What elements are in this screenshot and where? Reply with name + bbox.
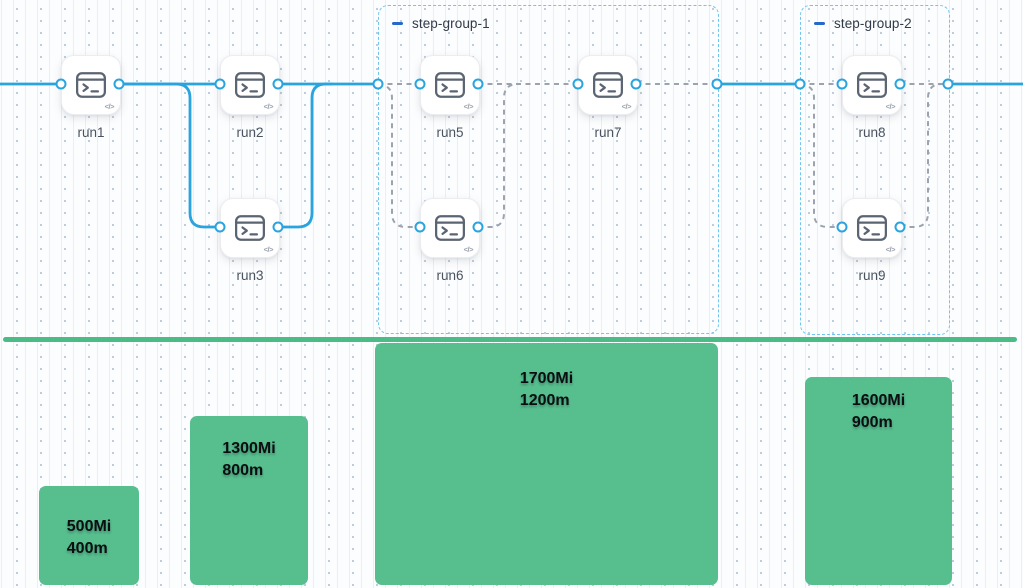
node-label: run8 (858, 125, 886, 140)
port-group2-out[interactable] (942, 78, 954, 90)
terminal-icon (76, 72, 106, 98)
port-group1-out[interactable] (711, 78, 723, 90)
node-run6[interactable]: </> run6 (420, 198, 480, 283)
edge-run3-group1 (276, 82, 334, 229)
group-title: step-group-2 (834, 16, 912, 31)
step-group-2-header: step-group-2 (814, 16, 912, 31)
port-run1-in[interactable] (55, 78, 67, 90)
port-run5-out[interactable] (472, 78, 484, 90)
node-run3[interactable]: </> run3 (220, 198, 280, 283)
port-run9-in[interactable] (836, 221, 848, 233)
port-group2-in[interactable] (794, 78, 806, 90)
step-group-1-header: step-group-1 (392, 16, 490, 31)
cpu-value: 400m (66, 540, 108, 557)
port-run1-out[interactable] (113, 78, 125, 90)
node-run9[interactable]: </> run9 (842, 198, 902, 283)
memory-value: 1700Mi (519, 370, 574, 387)
port-run8-in[interactable] (836, 78, 848, 90)
node-label: run9 (858, 268, 886, 283)
port-run5-in[interactable] (414, 78, 426, 90)
terminal-icon (235, 72, 265, 98)
node-run2[interactable]: </> run2 (220, 55, 280, 140)
port-run6-in[interactable] (414, 221, 426, 233)
node-label: run6 (436, 268, 464, 283)
resource-baseline (3, 337, 1017, 342)
cpu-value: 900m (851, 414, 893, 431)
code-icon: </> (263, 102, 274, 111)
collapse-icon[interactable] (814, 22, 825, 25)
node-label: run7 (594, 125, 622, 140)
step-group-1[interactable]: step-group-1 (378, 5, 719, 334)
collapse-icon[interactable] (392, 22, 403, 25)
code-icon: </> (463, 245, 474, 254)
memory-value: 1300Mi (222, 440, 276, 457)
port-run8-out[interactable] (894, 78, 906, 90)
code-icon: </> (463, 102, 474, 111)
memory-value: 1600Mi (851, 392, 906, 409)
terminal-icon (435, 215, 465, 241)
code-icon: </> (885, 245, 896, 254)
group-title: step-group-1 (412, 16, 490, 31)
edge-group1in-run6 (377, 83, 420, 228)
resource-bar-4: 1600Mi 900m (805, 377, 952, 585)
resource-bar-1: 500Mi 400m (39, 486, 139, 585)
node-run1[interactable]: </> run1 (61, 55, 121, 140)
port-run2-out[interactable] (272, 78, 284, 90)
port-run6-out[interactable] (472, 221, 484, 233)
code-icon: </> (104, 102, 115, 111)
terminal-icon (235, 215, 265, 241)
bar-label: 1700Mi 1200m (520, 368, 573, 412)
node-run8[interactable]: </> run8 (842, 55, 902, 140)
terminal-icon (857, 72, 887, 98)
port-run3-out[interactable] (272, 221, 284, 233)
node-label: run1 (77, 125, 105, 140)
edge-run1-run3 (117, 82, 222, 229)
code-icon: </> (885, 102, 896, 111)
cpu-value: 800m (222, 462, 264, 479)
port-run3-in[interactable] (214, 221, 226, 233)
step-group-2[interactable]: step-group-2 (800, 5, 950, 335)
edge-run9-group2out (900, 83, 945, 228)
port-run9-out[interactable] (894, 221, 906, 233)
port-run7-in[interactable] (572, 78, 584, 90)
resource-bar-3: 1700Mi 1200m (375, 343, 718, 585)
node-label: run3 (236, 268, 264, 283)
terminal-icon (435, 72, 465, 98)
node-run5[interactable]: </> run5 (420, 55, 480, 140)
code-icon: </> (263, 245, 274, 254)
code-icon: </> (621, 102, 632, 111)
port-run7-out[interactable] (630, 78, 642, 90)
edge-group2in-run9 (799, 83, 842, 228)
bar-label: 1600Mi 900m (852, 390, 905, 434)
bar-label: 500Mi 400m (67, 516, 111, 560)
terminal-icon (857, 215, 887, 241)
cpu-value: 1200m (519, 392, 570, 409)
terminal-icon (593, 72, 623, 98)
resource-bar-2: 1300Mi 800m (190, 416, 308, 585)
bar-label: 1300Mi 800m (222, 438, 275, 482)
memory-value: 500Mi (66, 518, 112, 535)
port-group1-in[interactable] (372, 78, 384, 90)
node-run7[interactable]: </> run7 (578, 55, 638, 140)
node-label: run2 (236, 125, 264, 140)
node-label: run5 (436, 125, 464, 140)
port-run2-in[interactable] (214, 78, 226, 90)
edge-run6-run7 (478, 83, 521, 228)
